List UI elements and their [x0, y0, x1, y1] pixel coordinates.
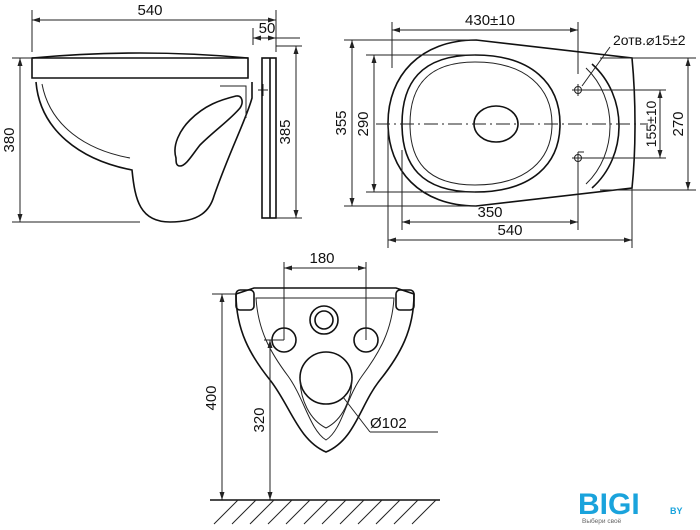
rear-view: 180 Ø102 400 320 — [203, 250, 440, 525]
rear-height-320-label: 320 — [251, 407, 268, 432]
side-height-right-label: 385 — [277, 119, 294, 144]
holes-label: 2отв.⌀15±2 — [613, 32, 686, 48]
side-height-left-label: 380 — [1, 127, 18, 152]
logo-tagline: Выбери своё — [582, 517, 622, 525]
drain-diameter-label: Ø102 — [370, 415, 407, 432]
side-mount-depth-label: 50 — [259, 20, 276, 37]
bigi-logo: BIGI BY Выбери своё — [578, 488, 683, 525]
top-height-270-label: 270 — [670, 111, 687, 136]
side-width-label: 540 — [137, 2, 162, 19]
top-length-430-label: 430±10 — [465, 12, 515, 29]
top-length-540-label: 540 — [497, 222, 522, 239]
floor-hatch — [213, 499, 437, 525]
top-view: 430±10 2отв.⌀15±2 355 — [333, 12, 696, 248]
logo-suffix: BY — [670, 506, 683, 516]
top-length-350-label: 350 — [477, 204, 502, 221]
hole-offset-label: 155±10 — [643, 100, 659, 147]
rear-hole-spacing-label: 180 — [309, 250, 334, 267]
top-height-290-label: 290 — [355, 111, 372, 136]
rear-height-400-label: 400 — [203, 385, 220, 410]
side-view: 540 50 380 385 — [1, 2, 302, 223]
logo-text: BIGI — [578, 488, 640, 521]
top-height-355-label: 355 — [333, 110, 350, 135]
